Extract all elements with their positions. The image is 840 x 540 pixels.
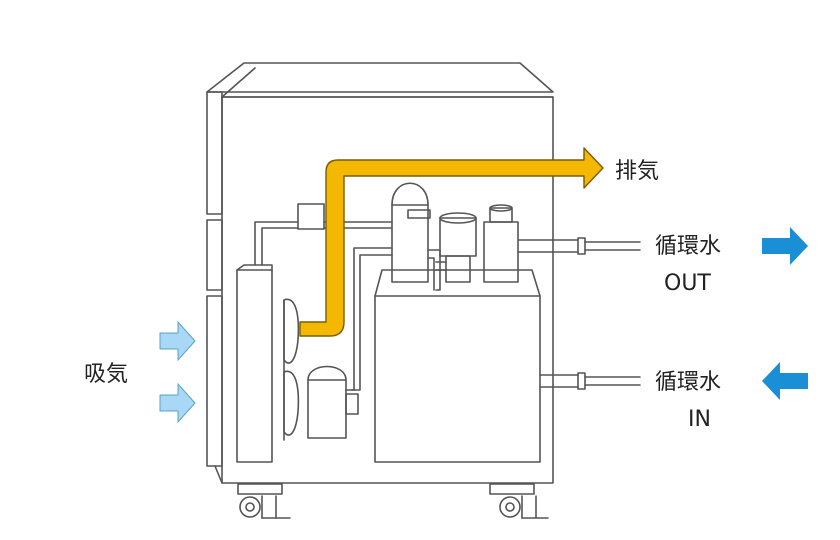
fan bbox=[283, 298, 300, 441]
water-in-label-line1: 循環水 bbox=[655, 370, 721, 395]
water-out-arrow bbox=[762, 227, 808, 265]
exhaust-arrow bbox=[299, 147, 604, 337]
filter-unit bbox=[439, 212, 477, 283]
cabinet-top bbox=[206, 62, 554, 93]
water-in-arrow bbox=[762, 362, 808, 400]
caster-right bbox=[489, 483, 549, 519]
water-out-label-line1: 循環水 bbox=[655, 234, 721, 259]
intake-label: 吸気 bbox=[84, 362, 128, 387]
side-panel-bottom bbox=[206, 295, 223, 467]
receiver-cylinder bbox=[391, 182, 431, 283]
side-panel-middle bbox=[206, 219, 223, 291]
condenser-pipe bbox=[254, 221, 299, 266]
water-in-label-line2: IN bbox=[688, 407, 711, 432]
water-out-pipe bbox=[517, 237, 641, 255]
side-panel-top bbox=[206, 91, 223, 215]
cabinet bbox=[206, 62, 554, 484]
valve-box bbox=[297, 203, 325, 230]
intake-arrow-upper bbox=[159, 320, 196, 362]
water-tank bbox=[374, 269, 541, 463]
water-out-label-line2: OUT bbox=[664, 271, 711, 296]
compressor bbox=[307, 365, 359, 439]
water-in-pipe bbox=[539, 372, 641, 390]
condenser bbox=[236, 264, 273, 463]
intake-arrow-lower bbox=[159, 382, 196, 424]
pump-unit bbox=[483, 204, 519, 283]
exhaust-label: 排気 bbox=[615, 159, 659, 184]
caster-left bbox=[237, 483, 291, 519]
